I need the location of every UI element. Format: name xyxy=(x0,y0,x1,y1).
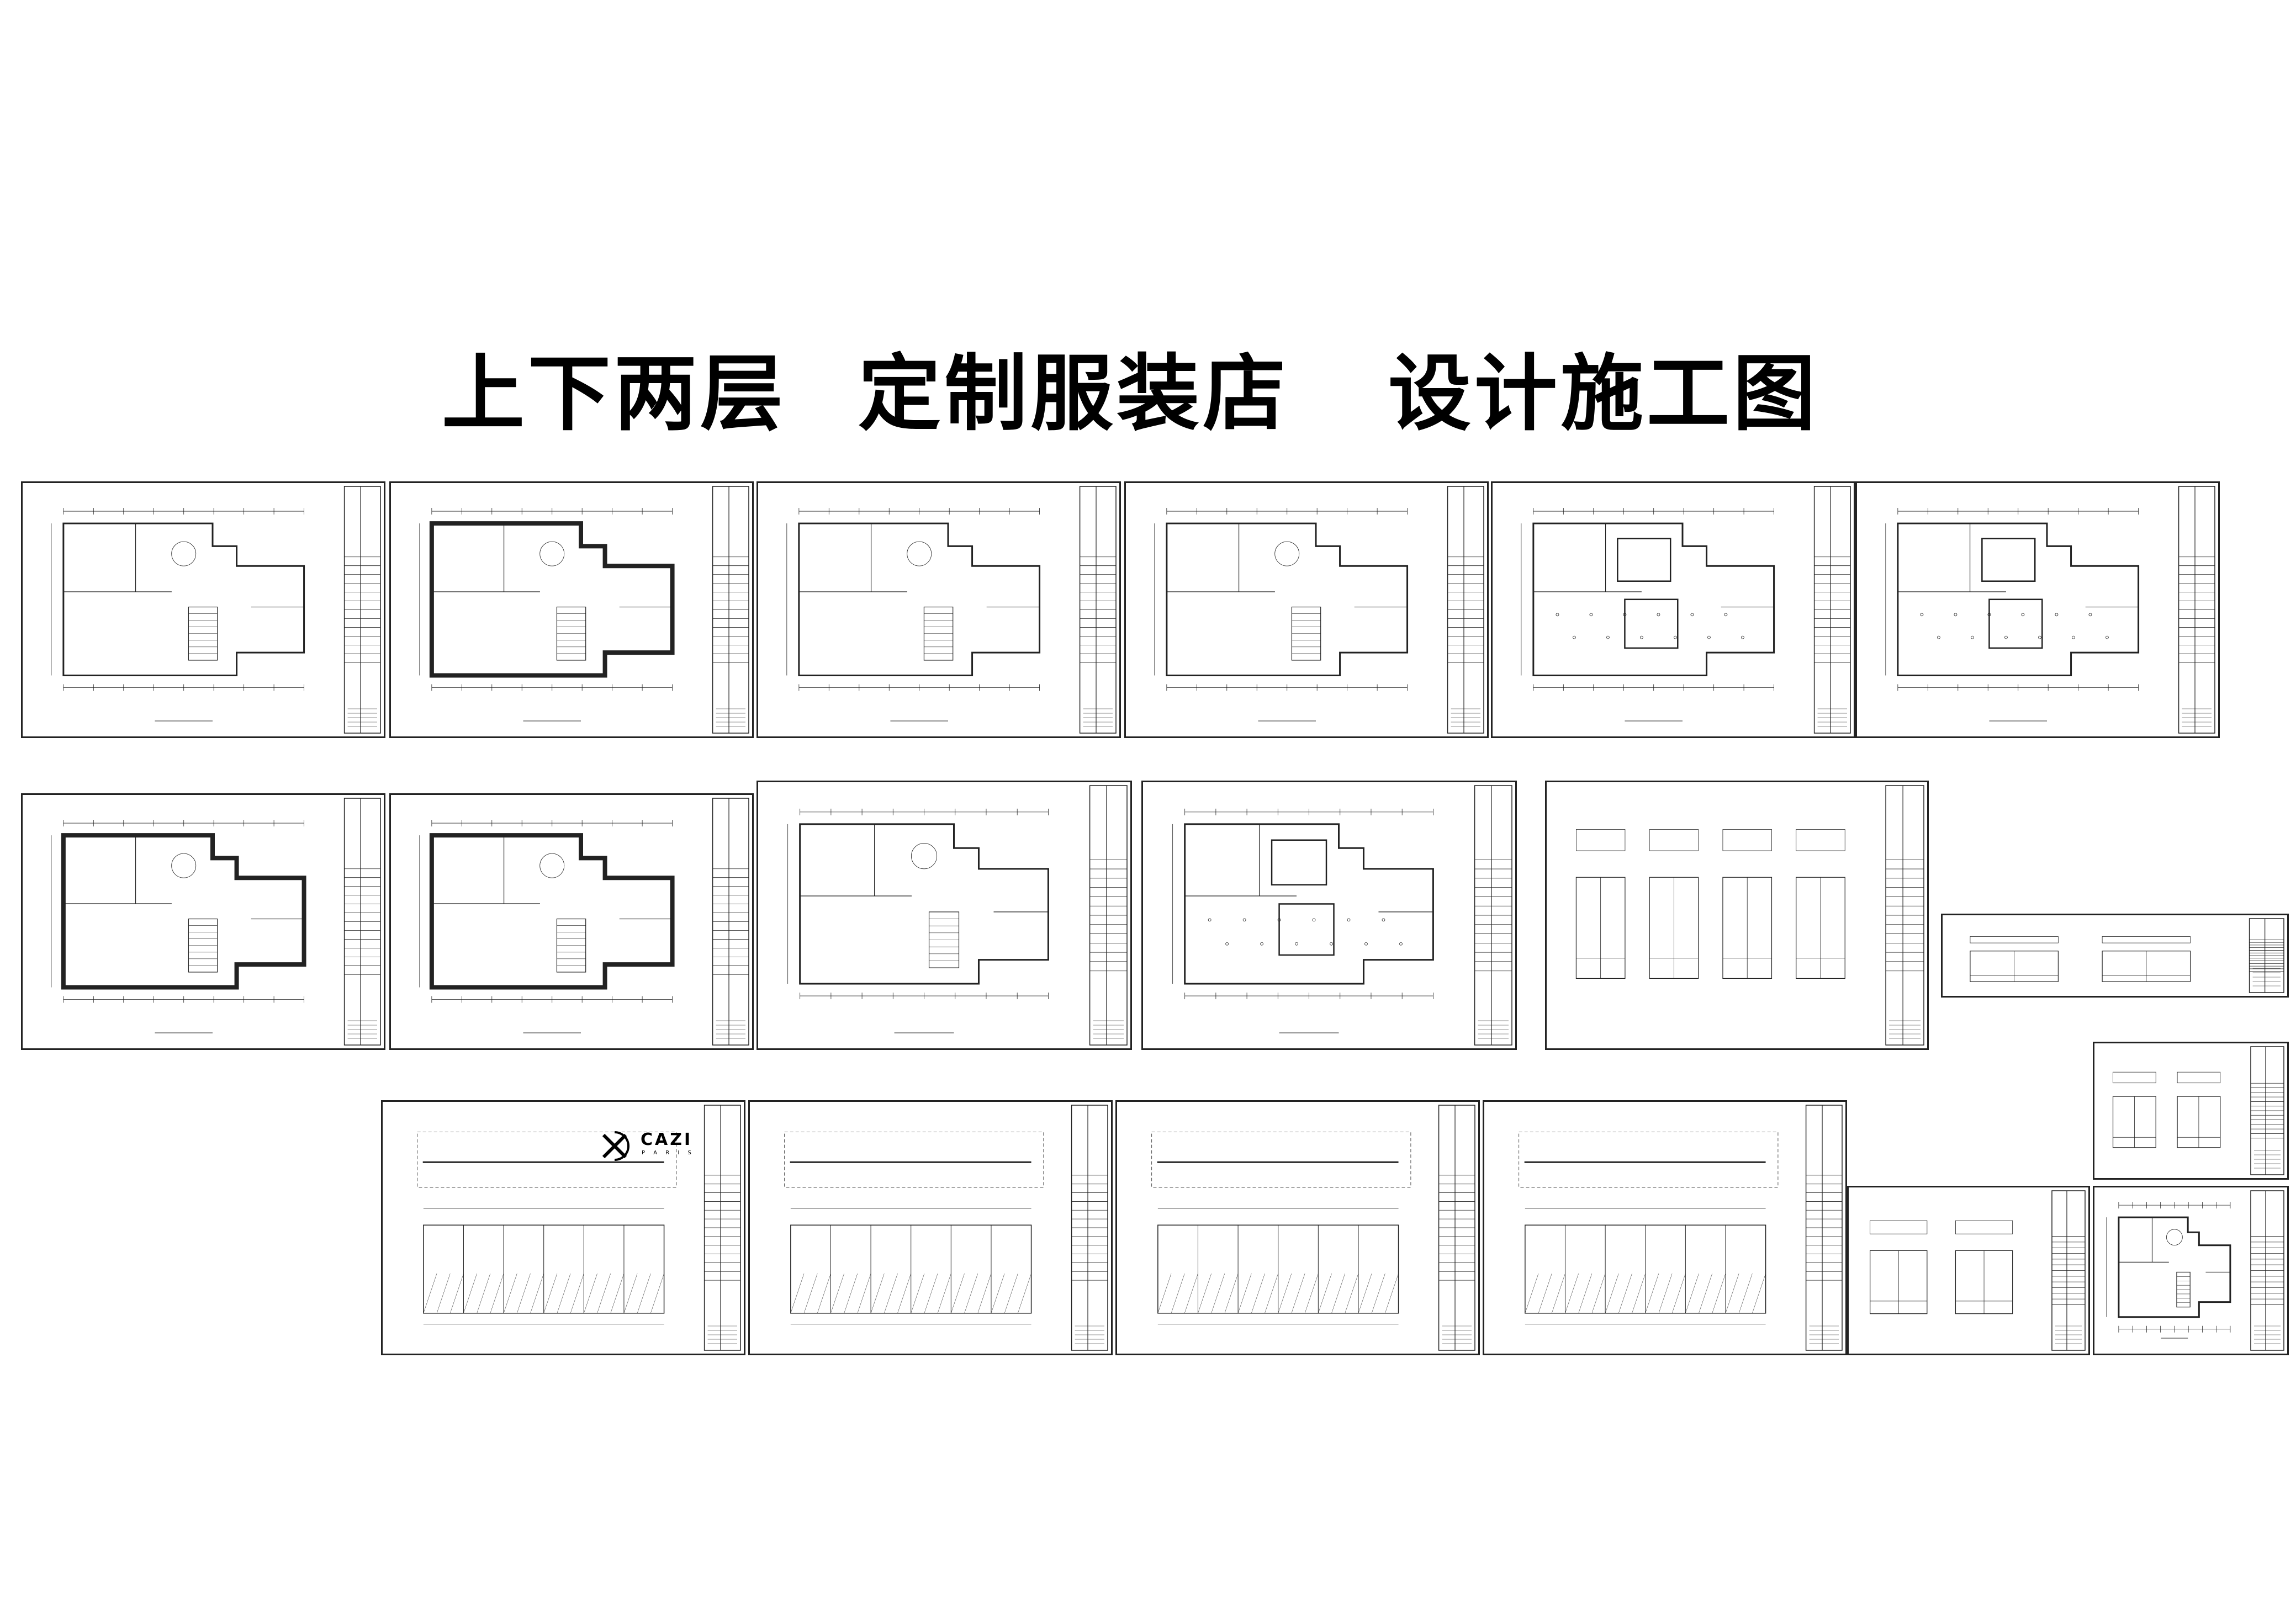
page-title: 上下两层 定制服装店 设计施工图 xyxy=(442,331,1877,442)
drawing-sheet-8 xyxy=(389,793,754,1050)
cad-drawing xyxy=(51,486,381,734)
cad-drawing xyxy=(784,1105,1108,1351)
cad-drawing xyxy=(1172,785,1512,1046)
drawing-sheet-4 xyxy=(1124,481,1489,738)
cad-drawing xyxy=(1154,486,1484,734)
cad-drawing xyxy=(786,486,1117,734)
cad-drawing xyxy=(2112,1046,2284,1175)
cad-drawing xyxy=(51,798,381,1046)
drawing-sheet-19 xyxy=(2093,1186,2289,1355)
cad-drawing xyxy=(1575,785,1924,1046)
drawing-sheet-11 xyxy=(1545,781,1929,1050)
drawing-sheet-9 xyxy=(756,781,1132,1050)
drawing-sheet-13 xyxy=(2093,1042,2289,1180)
drawing-sheet-12 xyxy=(1941,914,2289,998)
drawing-sheet-17 xyxy=(1483,1100,1847,1355)
cad-drawing xyxy=(419,798,749,1046)
cad-drawing xyxy=(1885,486,2215,734)
title-part-3: 设计施工图 xyxy=(1388,346,1819,442)
title-part-2: 定制服装店 xyxy=(858,346,1289,442)
cad-drawing xyxy=(1519,1105,1843,1351)
cazi-logo-mark xyxy=(602,1131,629,1161)
drawing-sheet-3 xyxy=(756,481,1121,738)
drawing-sheet-15 xyxy=(748,1100,1113,1355)
brand-logo-text: CAZI xyxy=(641,1130,693,1149)
cad-drawing xyxy=(1521,486,1851,734)
cad-drawing xyxy=(1151,1105,1475,1351)
brand-logo-tagline: P A R I S xyxy=(642,1150,695,1156)
drawing-sheet-16 xyxy=(1115,1100,1480,1355)
cad-drawing xyxy=(2106,1190,2284,1351)
cad-drawing xyxy=(419,486,749,734)
drawing-sheet-6 xyxy=(1855,481,2220,738)
drawing-sheet-5 xyxy=(1491,481,1855,738)
drawing-sheet-10 xyxy=(1141,781,1517,1050)
cad-drawing xyxy=(1970,918,2284,993)
drawing-sheet-7 xyxy=(21,793,385,1050)
drawing-sheet-2 xyxy=(389,481,754,738)
cad-drawing xyxy=(1870,1190,2086,1351)
drawing-sheet-14 xyxy=(381,1100,745,1355)
drawing-sheet-18 xyxy=(1847,1186,2090,1355)
drawing-sheet-1 xyxy=(21,481,385,738)
cad-drawing xyxy=(787,785,1128,1046)
cad-drawing xyxy=(417,1105,741,1351)
title-part-1: 上下两层 xyxy=(442,346,787,442)
